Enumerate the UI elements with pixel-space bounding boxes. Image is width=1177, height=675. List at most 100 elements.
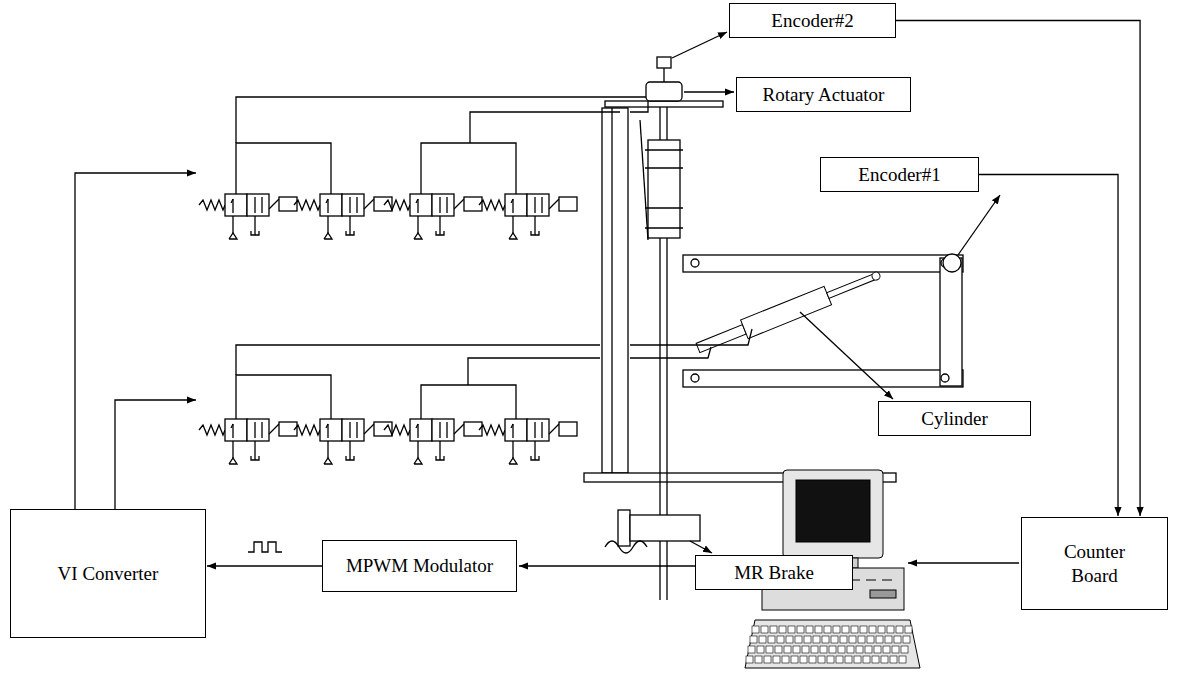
valve-flow-symbol [439,422,440,438]
frame-column [602,108,628,473]
tank-symbol [346,231,354,235]
valve-body [527,419,549,441]
sine-symbol [605,541,647,553]
valve-body [432,419,454,441]
valve-flow-symbol [356,422,357,438]
valve-body [320,194,342,216]
valve-spring [199,200,225,210]
box-label: VI Converter [58,562,159,586]
air-line [470,112,620,143]
box-label: MPWM Modulator [346,554,493,578]
box-label: Rotary Actuator [763,83,885,107]
encoder-symbol [943,254,961,272]
valve-flow-symbol [446,422,447,438]
leader-line [958,195,1000,255]
valve-spring [294,425,320,435]
support-strut [640,120,648,240]
valve-solenoid [269,424,279,434]
leader-line [690,541,712,553]
label-box: MPWM Modulator [322,540,517,592]
valve-body [225,194,247,216]
mr-brake-plate [618,510,630,546]
valve-flow-symbol [534,197,535,213]
valve-flow-symbol [231,424,233,428]
valve-flow-symbol [439,197,440,213]
valve-body [320,419,342,441]
valve-port [512,441,513,458]
valve-flow-symbol [231,199,233,203]
rotary-actuator-body [646,82,682,101]
pressure-symbol [229,458,237,464]
encoder-symbol [657,57,671,68]
valve-port [439,216,440,235]
valve-spring [199,425,225,435]
pivot [691,374,699,382]
air-line [630,101,648,112]
valve-body [342,194,364,216]
pulse-symbol [248,542,282,552]
valve-solenoid [454,199,464,209]
leader-line [684,91,734,92]
leader-line [800,312,893,399]
valve-port [534,216,535,235]
pressure-symbol [229,233,237,239]
label-box: Encoder#2 [729,3,896,38]
valve-body [410,194,432,216]
lower-arm [683,370,963,387]
air-line [630,329,752,345]
valve-flow-symbol [349,422,350,438]
tank-symbol [346,456,354,460]
valve-port [417,441,418,458]
valve-flow-symbol [446,197,447,213]
valve-body [505,194,527,216]
valve-solenoid [549,424,559,434]
air-line [630,347,711,358]
valve-spring [384,200,410,210]
valve-solenoid [364,424,374,434]
signal-arrow [207,565,322,566]
valve-spring [479,425,505,435]
valve-flow-symbol [356,197,357,213]
signal-arrow [896,21,1140,517]
valve-flow-symbol [254,422,255,438]
air-line [421,385,516,419]
valve-port [417,216,418,233]
housing-band [645,167,683,168]
valve-solenoid [559,422,577,436]
control-line [75,173,196,509]
label-box: VI Converter [10,509,206,638]
valve-flow-symbol [534,422,535,438]
valve-solenoid [269,199,279,209]
air-line [421,143,516,194]
valve-flow-symbol [254,197,255,213]
housing-band [645,227,683,228]
valve-solenoid [559,197,577,211]
valve-port [327,216,328,233]
mr-brake-body [630,515,700,541]
label-box: MR Brake [695,555,853,590]
valve-flow-symbol [261,197,262,213]
tank-symbol [436,456,444,460]
signal-arrow [979,175,1118,517]
tank-symbol [436,231,444,235]
control-line [115,400,196,509]
valve-solenoid [364,199,374,209]
leader-line [672,32,727,58]
air-line [468,358,600,385]
valve-body [527,194,549,216]
valve-body [505,419,527,441]
valve-solenoid [549,199,559,209]
valve-spring [384,425,410,435]
valve-port [534,441,535,460]
valve-flow-symbol [326,199,328,203]
valve-port [439,441,440,460]
signal-line [908,562,1019,563]
valve-port [512,216,513,233]
valve-flow-symbol [261,422,262,438]
valve-body [247,194,269,216]
valve-port [349,216,350,235]
coupling-housing [648,140,680,238]
valve-body [247,419,269,441]
valve-flow-symbol [511,199,513,203]
air-line [236,375,331,419]
